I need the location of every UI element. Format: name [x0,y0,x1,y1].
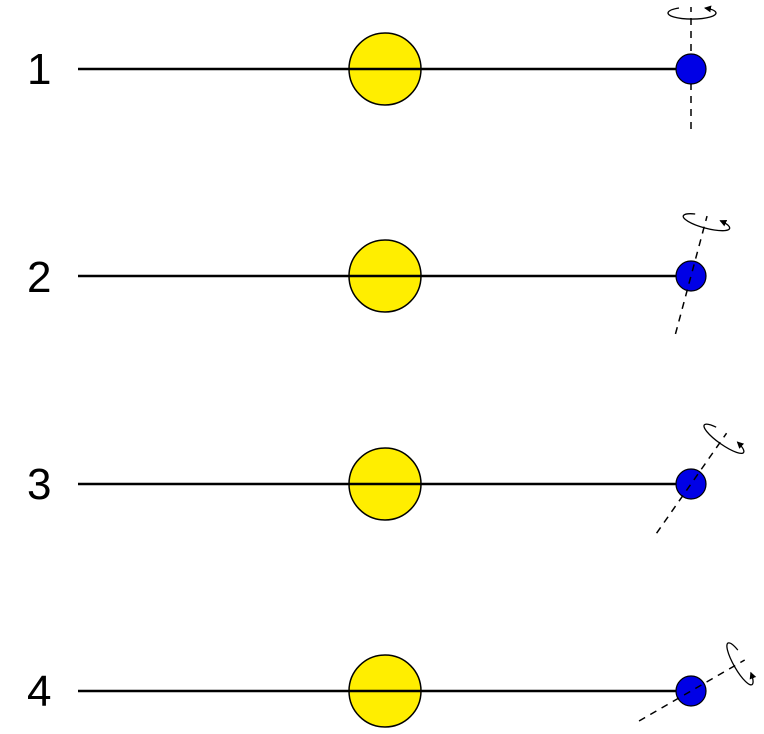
planet-1 [675,53,707,85]
planet-axis-group-2 [674,213,731,335]
row-2: 2 [27,213,731,335]
planet-axis-group-1 [667,5,717,129]
row-4: 4 [27,642,757,728]
row-label-1: 1 [27,45,51,94]
row-label-2: 2 [27,253,51,302]
spin-arrow-icon-3 [703,423,745,454]
row-label-4: 4 [27,667,51,716]
planet-4 [675,675,707,707]
planet-2 [675,260,707,292]
spin-arrow-icon-1 [667,5,717,20]
row-1: 1 [27,5,717,129]
spin-arrow-icon-4 [726,642,757,686]
planet-3 [675,468,707,500]
spin-arrow-icon-2 [682,213,731,232]
row-3: 3 [27,423,745,534]
planet-axis-group-3 [655,423,745,534]
row-label-3: 3 [27,460,51,509]
planet-axis-group-4 [638,642,757,722]
